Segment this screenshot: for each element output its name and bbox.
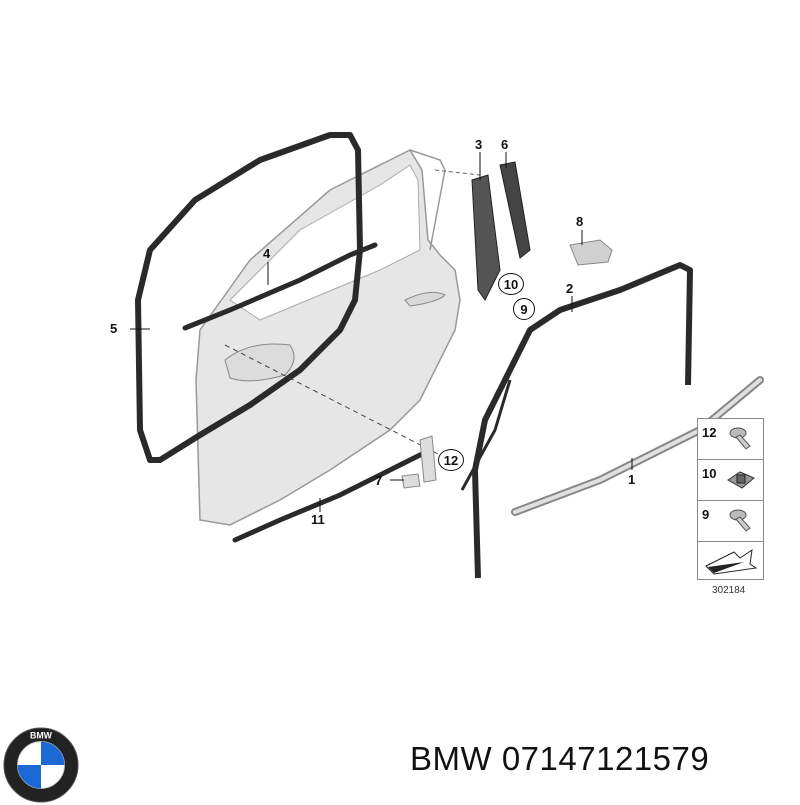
direction-arrow-icon xyxy=(705,548,758,575)
callout-7: 7 xyxy=(375,473,383,488)
legend-number: 9 xyxy=(702,507,710,522)
legend-row-arrow xyxy=(698,542,763,579)
screw-icon xyxy=(729,509,751,532)
callout-5: 5 xyxy=(110,321,118,336)
part-number: 07147121579 xyxy=(501,740,710,777)
callout-12: 12 xyxy=(438,449,464,471)
pillar-trim-3 xyxy=(471,174,501,301)
fastener-legend: 12 10 9 xyxy=(697,418,764,580)
clip-nut-icon xyxy=(727,471,755,489)
pillar-trim-6 xyxy=(499,161,531,259)
callout-11: 11 xyxy=(311,512,325,527)
door-panel xyxy=(195,149,481,526)
screw-icon xyxy=(729,427,751,450)
callout-6: 6 xyxy=(501,137,509,152)
lower-strip-11 xyxy=(232,447,433,543)
callout-1: 1 xyxy=(628,472,636,487)
callout-10: 10 xyxy=(498,273,524,295)
legend-row-10: 10 xyxy=(698,460,763,501)
callout-4: 4 xyxy=(263,246,271,261)
callout-9: 9 xyxy=(513,298,535,320)
callout-2: 2 xyxy=(566,281,574,296)
diagram-code: 302184 xyxy=(712,585,746,596)
legend-row-12: 12 xyxy=(698,419,763,460)
window-strip-4 xyxy=(182,242,378,331)
legend-number: 10 xyxy=(702,466,717,481)
callout-3: 3 xyxy=(475,137,483,152)
bmw-logo: BMW xyxy=(3,727,79,803)
callout-8: 8 xyxy=(576,214,584,229)
part-title: BMW 07147121579 xyxy=(410,740,709,778)
logo-letters: BMW xyxy=(30,731,53,741)
brand-name: BMW xyxy=(410,740,493,777)
legend-row-9: 9 xyxy=(698,501,763,542)
door-seal-5 xyxy=(135,132,363,463)
window-channel-2 xyxy=(472,262,693,579)
bracket-8 xyxy=(569,239,613,266)
clip-7 xyxy=(401,473,421,489)
legend-number: 12 xyxy=(702,425,717,440)
clip-12 xyxy=(419,435,437,483)
